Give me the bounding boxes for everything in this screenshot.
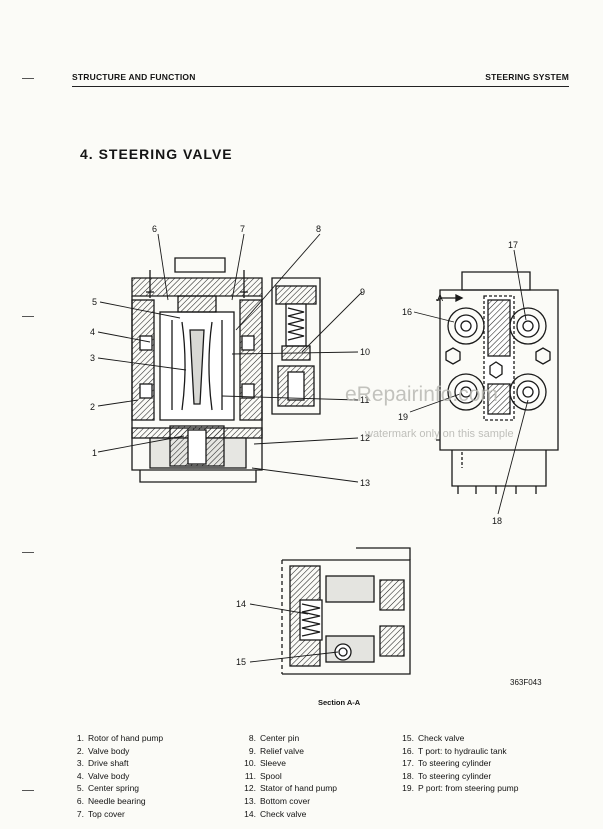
callout-6: 6 [152, 224, 157, 234]
legend-item: 1.Rotor of hand pump [76, 733, 164, 743]
page-title: 4. STEERING VALVE [80, 146, 233, 162]
legend-item: 2.Valve body [76, 745, 130, 756]
margin-mark [22, 552, 34, 553]
callout-14: 14 [236, 599, 246, 609]
callout-13: 13 [360, 478, 370, 488]
header-chapter-label: STEERING SYSTEM [485, 72, 569, 82]
section-a-a-drawing [281, 547, 411, 675]
leader-10 [231, 351, 359, 355]
callout-12: 12 [360, 433, 370, 443]
leader-17 [513, 249, 527, 321]
section-caption: Section A-A [318, 698, 361, 707]
margin-mark [22, 78, 34, 79]
legend-item: 7.Top cover [76, 808, 125, 819]
callout-18: 18 [492, 516, 502, 526]
leader-14 [249, 603, 309, 615]
leader-11 [221, 395, 359, 401]
legend-column-1: 1.Rotor of hand pump 2.Valve body 3.Driv… [68, 732, 163, 820]
legend-item: 3.Drive shaft [76, 758, 129, 769]
legend-item: 12.Stator of hand pump [244, 783, 338, 794]
callout-4: 4 [90, 327, 95, 337]
callout-17: 17 [508, 240, 518, 250]
leader-16 [413, 311, 455, 323]
legend-item: 14.Check valve [244, 808, 307, 819]
legend-column-2: 8.Center pin 9.Relief valve 10.Sleeve 11… [240, 732, 337, 820]
callout-10: 10 [360, 347, 370, 357]
legend-item: 13.Bottom cover [244, 795, 311, 806]
port-face-view-drawing [436, 271, 559, 494]
relief-valve-drawing [271, 277, 321, 415]
legend-item: 8.Center pin [248, 733, 300, 743]
leader-8 [235, 233, 321, 331]
figure-code: 363F043 [510, 678, 542, 687]
longitudinal-section-drawing [131, 257, 263, 483]
callout-8: 8 [316, 224, 321, 234]
margin-mark [22, 316, 34, 317]
leader-9 [301, 291, 363, 353]
header-section-label: STRUCTURE AND FUNCTION [72, 72, 196, 82]
legend-item: 5.Center spring [76, 783, 140, 794]
leader-6 [157, 233, 169, 301]
leader-4 [97, 331, 151, 343]
legend-item: 15.Check valve [402, 733, 465, 743]
callout-5: 5 [92, 297, 97, 307]
header-rule [72, 86, 569, 87]
margin-mark [22, 790, 34, 791]
callout-19: 19 [398, 412, 408, 422]
legend-item: 9.Relief valve [248, 745, 304, 756]
leader-1 [97, 435, 185, 453]
leader-18 [497, 399, 529, 515]
callout-16: 16 [402, 307, 412, 317]
legend-item: 11.Spool [244, 770, 282, 781]
callout-9: 9 [360, 287, 365, 297]
callout-7: 7 [240, 224, 245, 234]
legend-item: 4.Valve body [76, 770, 130, 781]
legend-item: 19.P port: from steering pump [402, 783, 519, 794]
callout-2: 2 [90, 402, 95, 412]
legend-item: 6.Needle bearing [76, 795, 146, 806]
callout-labels: 6 7 8 5 4 3 2 1 9 10 11 12 13 16 17 18 1… [90, 224, 518, 667]
callout-3: 3 [90, 353, 95, 363]
leader-19 [409, 393, 461, 413]
leader-3 [97, 357, 187, 371]
watermark-main: eRepairinfo.com [345, 383, 498, 406]
callout-1: 1 [92, 448, 97, 458]
leader-13 [251, 467, 359, 483]
callout-15: 15 [236, 657, 246, 667]
leader-15 [249, 651, 339, 663]
callout-11: 11 [360, 395, 369, 405]
leader-2 [97, 399, 139, 407]
leader-7 [231, 233, 245, 301]
leader-12 [253, 437, 359, 445]
leader-5 [99, 301, 181, 319]
legend-column-3: 15.Check valve 16.T port: to hydraulic t… [398, 732, 518, 795]
leader-lines [97, 233, 529, 663]
legend-item: 18.To steering cylinder [402, 770, 492, 781]
watermark-sub: watermark only on this sample [365, 428, 514, 440]
legend-item: 10.Sleeve [244, 758, 286, 769]
legend-item: 17.To steering cylinder [402, 758, 492, 769]
section-marker-a: A [437, 293, 443, 303]
legend-item: 16.T port: to hydraulic tank [402, 745, 507, 756]
